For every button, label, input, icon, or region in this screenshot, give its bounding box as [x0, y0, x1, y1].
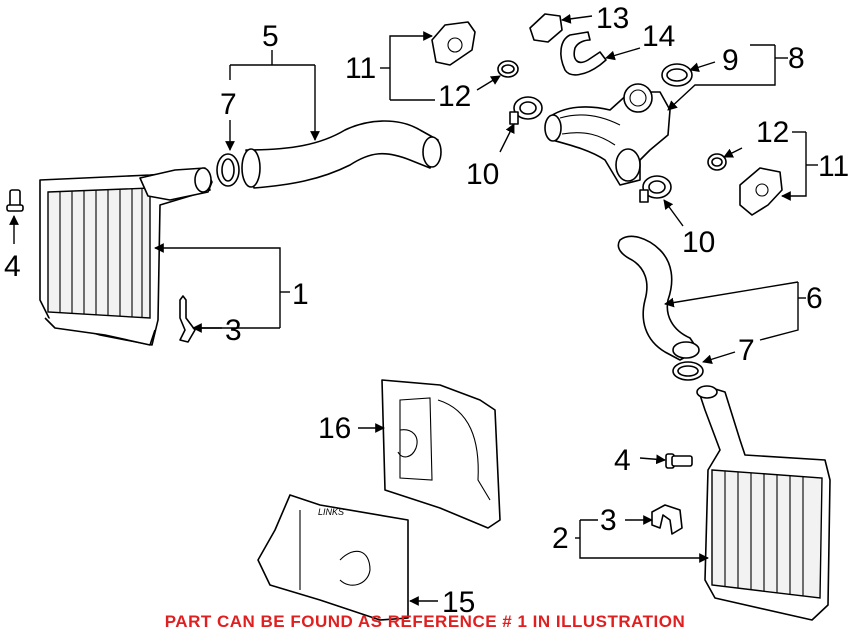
sensor-13 [529, 13, 563, 43]
callout-14: 14 [642, 20, 675, 53]
intake-hose-lower [617, 235, 700, 361]
intake-pipe-assembly [544, 83, 671, 186]
callout-2: 2 [552, 522, 569, 555]
intercooler-right [696, 385, 831, 621]
callout-4-left: 4 [4, 250, 21, 283]
callout-16: 16 [318, 412, 351, 445]
intake-hose-upper [241, 120, 442, 189]
callout-8: 8 [788, 42, 805, 75]
callout-11-right: 11 [818, 150, 849, 183]
callout-12-upper: 12 [438, 80, 471, 113]
intercooler-left [39, 167, 213, 346]
bolt-left [6, 189, 24, 212]
callout-15: 15 [442, 586, 475, 619]
clip-left [179, 295, 196, 343]
callout-6: 6 [806, 282, 823, 315]
callout-10-upper: 10 [466, 158, 499, 191]
callout-10-lower: 10 [682, 226, 715, 259]
callout-3-right: 3 [600, 504, 617, 537]
callout-11-upper: 11 [345, 52, 376, 85]
callout-9: 9 [722, 44, 739, 77]
clip-right [651, 504, 683, 535]
callout-1: 1 [292, 278, 309, 311]
o-ring-left [216, 153, 240, 187]
callout-13: 13 [596, 2, 629, 35]
cover-plate-right [739, 167, 783, 216]
air-guide-16 [381, 379, 501, 529]
vacuum-hose [560, 31, 607, 76]
callout-labels: 1 2 3 3 4 4 5 6 7 7 8 9 10 10 11 11 12 1… [4, 2, 849, 619]
o-ring-right [672, 361, 704, 381]
air-guide-embossed-text: LINKS [318, 507, 344, 517]
gasket-right [707, 153, 727, 171]
o-ring-9 [661, 63, 693, 87]
reference-note: PART CAN BE FOUND AS REFERENCE # 1 IN IL… [164, 612, 686, 631]
hose-clamp-upper [509, 96, 543, 125]
callout-12-right: 12 [756, 116, 789, 149]
callout-3-left: 3 [225, 314, 242, 347]
callout-5: 5 [262, 20, 279, 53]
callout-4-right: 4 [614, 444, 631, 477]
callout-7-right: 7 [738, 334, 755, 367]
cover-plate-upper [431, 21, 476, 66]
bolt-right [665, 453, 693, 469]
leader-lines [9, 13, 818, 606]
air-guide-15: LINKS [257, 494, 409, 621]
gasket-upper [497, 60, 519, 78]
callout-7-left: 7 [220, 88, 237, 121]
hose-clamp-lower [639, 175, 672, 203]
